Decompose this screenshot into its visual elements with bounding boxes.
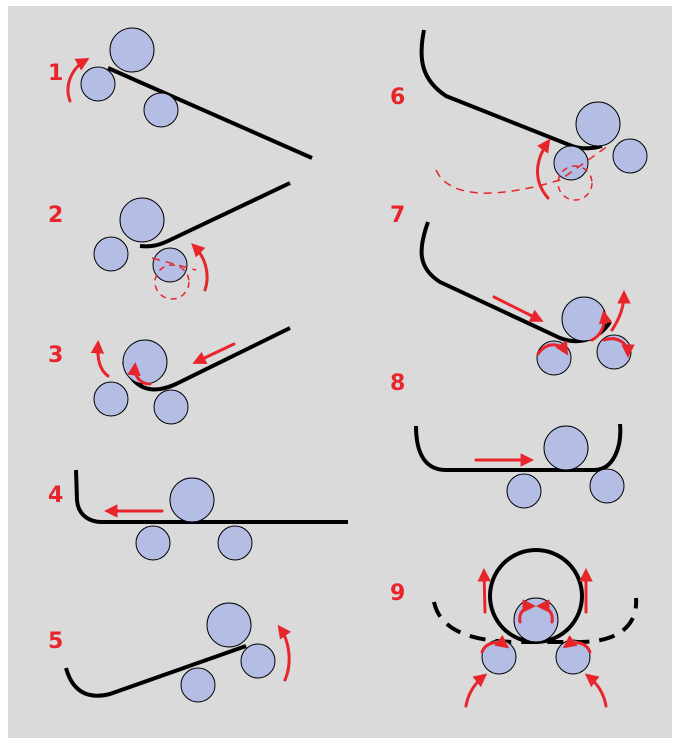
- step-8-label: 8: [390, 371, 405, 396]
- step-8: 8: [390, 371, 625, 509]
- side-roller-left: [93, 236, 129, 272]
- top-roller: [543, 425, 589, 471]
- bottom-roller-right: [589, 468, 625, 504]
- sheet: [107, 66, 313, 160]
- roller-arrow-right: [535, 599, 554, 624]
- step-7-label: 7: [390, 203, 405, 228]
- bottom-right-roller-arrow: [562, 634, 592, 654]
- step-3-label: 3: [48, 343, 63, 368]
- push-arrow-right: [584, 673, 608, 708]
- step-1-label: 1: [48, 61, 63, 86]
- top-roller: [122, 339, 168, 385]
- top-roller: [119, 197, 165, 243]
- roller-rotation-arrow: [127, 361, 152, 386]
- rotation-arrow: [277, 624, 291, 682]
- step-2-label: 2: [48, 203, 63, 228]
- roller-rotation-arrow: [590, 310, 613, 342]
- top-roller: [169, 477, 215, 523]
- rotation-arrow: [191, 243, 209, 292]
- step-7: 7: [390, 203, 635, 376]
- sheet-rotation-arrow: [90, 339, 110, 378]
- step-6: 6: [390, 29, 648, 201]
- push-arrow-left: [464, 673, 488, 708]
- side-roller-right: [153, 389, 189, 425]
- bottom-left-roller-arrow: [480, 634, 510, 654]
- ghost-roller: [154, 264, 190, 300]
- side-roller-left: [93, 381, 129, 417]
- step-5: 5: [48, 602, 291, 703]
- rotation-arrow: [536, 138, 551, 200]
- rotation-arrow: [66, 57, 90, 103]
- step-9-label: 9: [390, 581, 405, 606]
- top-roller: [109, 27, 155, 73]
- dashed-sheet-path: [432, 597, 639, 644]
- step-5-label: 5: [48, 629, 63, 654]
- sheet: [419, 29, 603, 151]
- side-roller-left: [553, 145, 589, 181]
- right-roller-rotation-arrow: [602, 337, 635, 359]
- bottom-roller-right: [217, 525, 253, 561]
- step-3: 3: [48, 326, 291, 425]
- ghost-roller: [557, 165, 593, 201]
- feed-arrow: [192, 342, 236, 365]
- left-roller-rotation-arrow: [536, 340, 569, 356]
- step-1: 1: [48, 27, 313, 160]
- feed-arrow: [492, 295, 544, 322]
- bottom-roller-left: [506, 473, 542, 509]
- side-roller-right: [240, 643, 276, 679]
- roller-arrow-left: [518, 599, 537, 624]
- sheet: [74, 469, 348, 524]
- step-4-label: 4: [48, 483, 63, 508]
- step-2: 2: [48, 181, 291, 300]
- step-4: 4: [48, 469, 348, 561]
- sheet-arrow-left: [477, 567, 491, 614]
- bottom-roller-left: [135, 525, 171, 561]
- step-9: 9: [390, 548, 639, 708]
- sheet: [139, 181, 291, 249]
- side-roller-right: [612, 138, 648, 174]
- ghost-path: [151, 257, 197, 271]
- step-6-label: 6: [390, 85, 405, 110]
- side-roller-left: [80, 66, 116, 102]
- sheet: [64, 644, 247, 698]
- side-roller-right: [143, 92, 179, 128]
- sheet-rotation-arrow: [610, 289, 631, 332]
- top-roller: [575, 101, 621, 147]
- sheet: [414, 423, 623, 472]
- ghost-path: [435, 145, 609, 194]
- top-roller: [206, 602, 252, 648]
- side-roller-left: [180, 667, 216, 703]
